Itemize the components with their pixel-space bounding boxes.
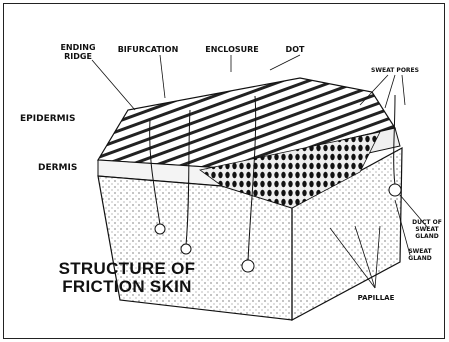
label-duct-3: GLAND [415, 233, 438, 240]
label-sweat-gland-1: SWEAT [408, 248, 432, 255]
label-epidermis: EPIDERMIS [20, 114, 75, 124]
label-ending-1: ENDING [60, 43, 95, 52]
title-line-2: FRICTION SKIN [52, 278, 202, 296]
label-dot: DOT [286, 45, 305, 54]
label-dermis: DERMIS [38, 163, 77, 173]
label-bifurcation: BIFURCATION [118, 45, 179, 54]
label-sweat-gland-2: GLAND [408, 255, 431, 262]
label-sweat-pores: SWEAT PORES [371, 67, 419, 74]
label-duct-2: SWEAT [415, 226, 439, 233]
label-papillae: PAPILLAE [358, 294, 395, 302]
label-enclosure: ENCLOSURE [205, 45, 259, 54]
diagram-title: STRUCTURE OF FRICTION SKIN [52, 260, 202, 296]
label-ending-2: RIDGE [64, 52, 92, 61]
label-duct-1: DUCT OF [412, 219, 442, 226]
title-line-1: STRUCTURE OF [52, 260, 202, 278]
